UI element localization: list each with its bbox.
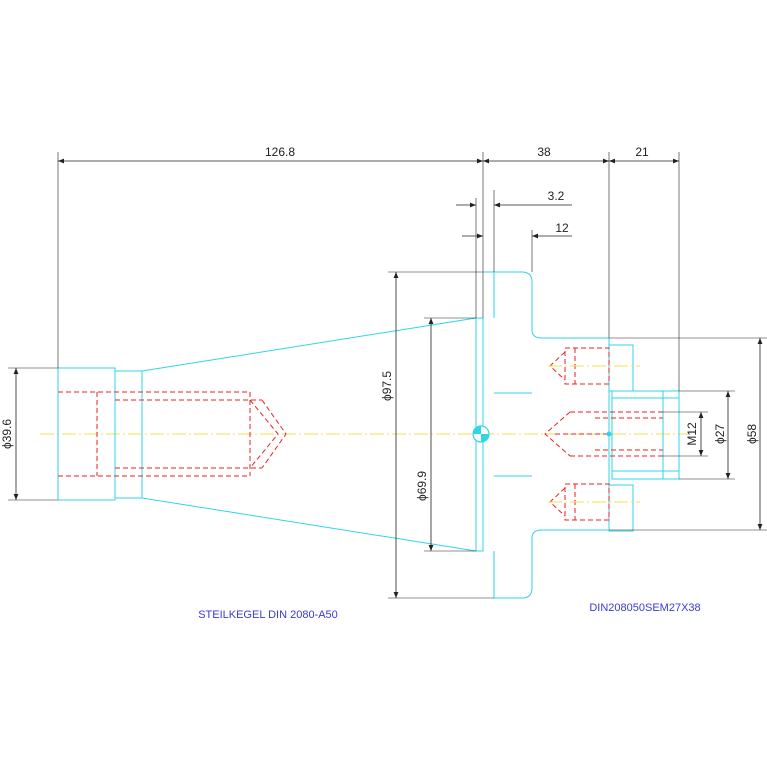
dim-dia-39-6: ϕ39.6 xyxy=(0,419,14,449)
hidden-drill-tip-inner xyxy=(249,399,279,469)
shank-lower-outline xyxy=(608,484,634,532)
caption-right: DIN208050SEM27X38 xyxy=(589,602,700,614)
dim-126-8: 126.8 xyxy=(265,145,295,159)
dim-dia-69-9: ϕ69.9 xyxy=(415,471,429,501)
taper-neck-outline xyxy=(114,370,143,499)
dim-12: 12 xyxy=(555,221,569,235)
dim-m12: M12 xyxy=(685,422,699,446)
dimension-lines xyxy=(8,152,767,599)
caption-left: STEILKEGEL DIN 2080-A50 xyxy=(198,609,338,621)
dim-dia-97-5: ϕ97.5 xyxy=(380,371,394,401)
hidden-center-tip xyxy=(544,411,571,457)
shank-bore-outline xyxy=(611,390,680,480)
gauge-point-marker xyxy=(472,425,612,443)
dim-3-2: 3.2 xyxy=(548,189,565,203)
shank-upper-outline xyxy=(608,344,634,392)
dim-38: 38 xyxy=(537,145,551,159)
dim-21: 21 xyxy=(635,145,649,159)
dim-dia-58: ϕ58 xyxy=(745,424,759,444)
hidden-drill-tip xyxy=(261,399,287,469)
dim-dia-27: ϕ27 xyxy=(713,424,727,444)
part-outline xyxy=(57,271,680,599)
